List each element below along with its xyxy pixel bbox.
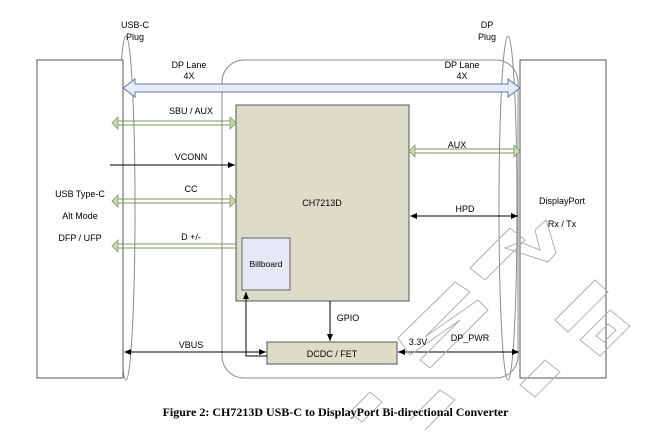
dp-plug-label-1: DP [481,20,494,30]
billboard-label: Billboard [249,259,282,269]
vconn-label: VCONN [175,152,208,162]
usb-box-label-2: Alt Mode [62,211,98,221]
aux-label: AUX [448,140,467,150]
watermark [349,219,631,431]
usb-type-c-box [36,59,124,379]
aux-bus [408,144,521,158]
usb-box-label-1: USB Type-C [55,189,105,199]
dp-lane-right-label-2: 4X [456,71,467,81]
hpd-label: HPD [455,204,475,214]
dp-lane-left-label-1: DP Lane [172,60,207,70]
dp-plug-label-2: Plug [478,32,496,42]
displayport-box [519,59,607,379]
dp-lane-bus-arrow [122,78,521,98]
dp-lane-left-label-2: 4X [183,71,194,81]
plug-enclosure [221,59,519,379]
sbu-aux-bus [111,116,237,130]
gpio-label: GPIO [337,313,360,323]
usb-box-label-3: DFP / UFP [58,233,101,243]
vbus-label: VBUS [179,340,204,350]
usb-c-plug-label-2: Plug [126,32,144,42]
billboard-power-wire [243,292,267,357]
dp-lane-right-label-1: DP Lane [445,60,480,70]
dcdc-fet-block [266,341,398,365]
v33-label: 3.3V [409,337,428,347]
chip-label: CH7213D [302,198,342,208]
usb-c-plug-label-1: USB-C [121,20,150,30]
dp-box-label-1: DisplayPort [539,196,586,206]
figure-caption: Figure 2: CH7213D USB-C to DisplayPort B… [162,405,509,419]
billboard-block [241,237,291,291]
dp-plug-outline [498,35,518,381]
cc-bus [111,194,237,208]
dp-box-label-2: Rx / Tx [548,219,577,229]
sbu-aux-label: SBU / AUX [169,106,213,116]
cc-label: CC [185,184,198,194]
dcdc-label: DCDC / FET [307,349,358,359]
d-plus-minus-bus [111,239,236,253]
dp-pwr-label: DP_PWR [451,333,490,343]
d-label: D +/- [181,232,201,242]
